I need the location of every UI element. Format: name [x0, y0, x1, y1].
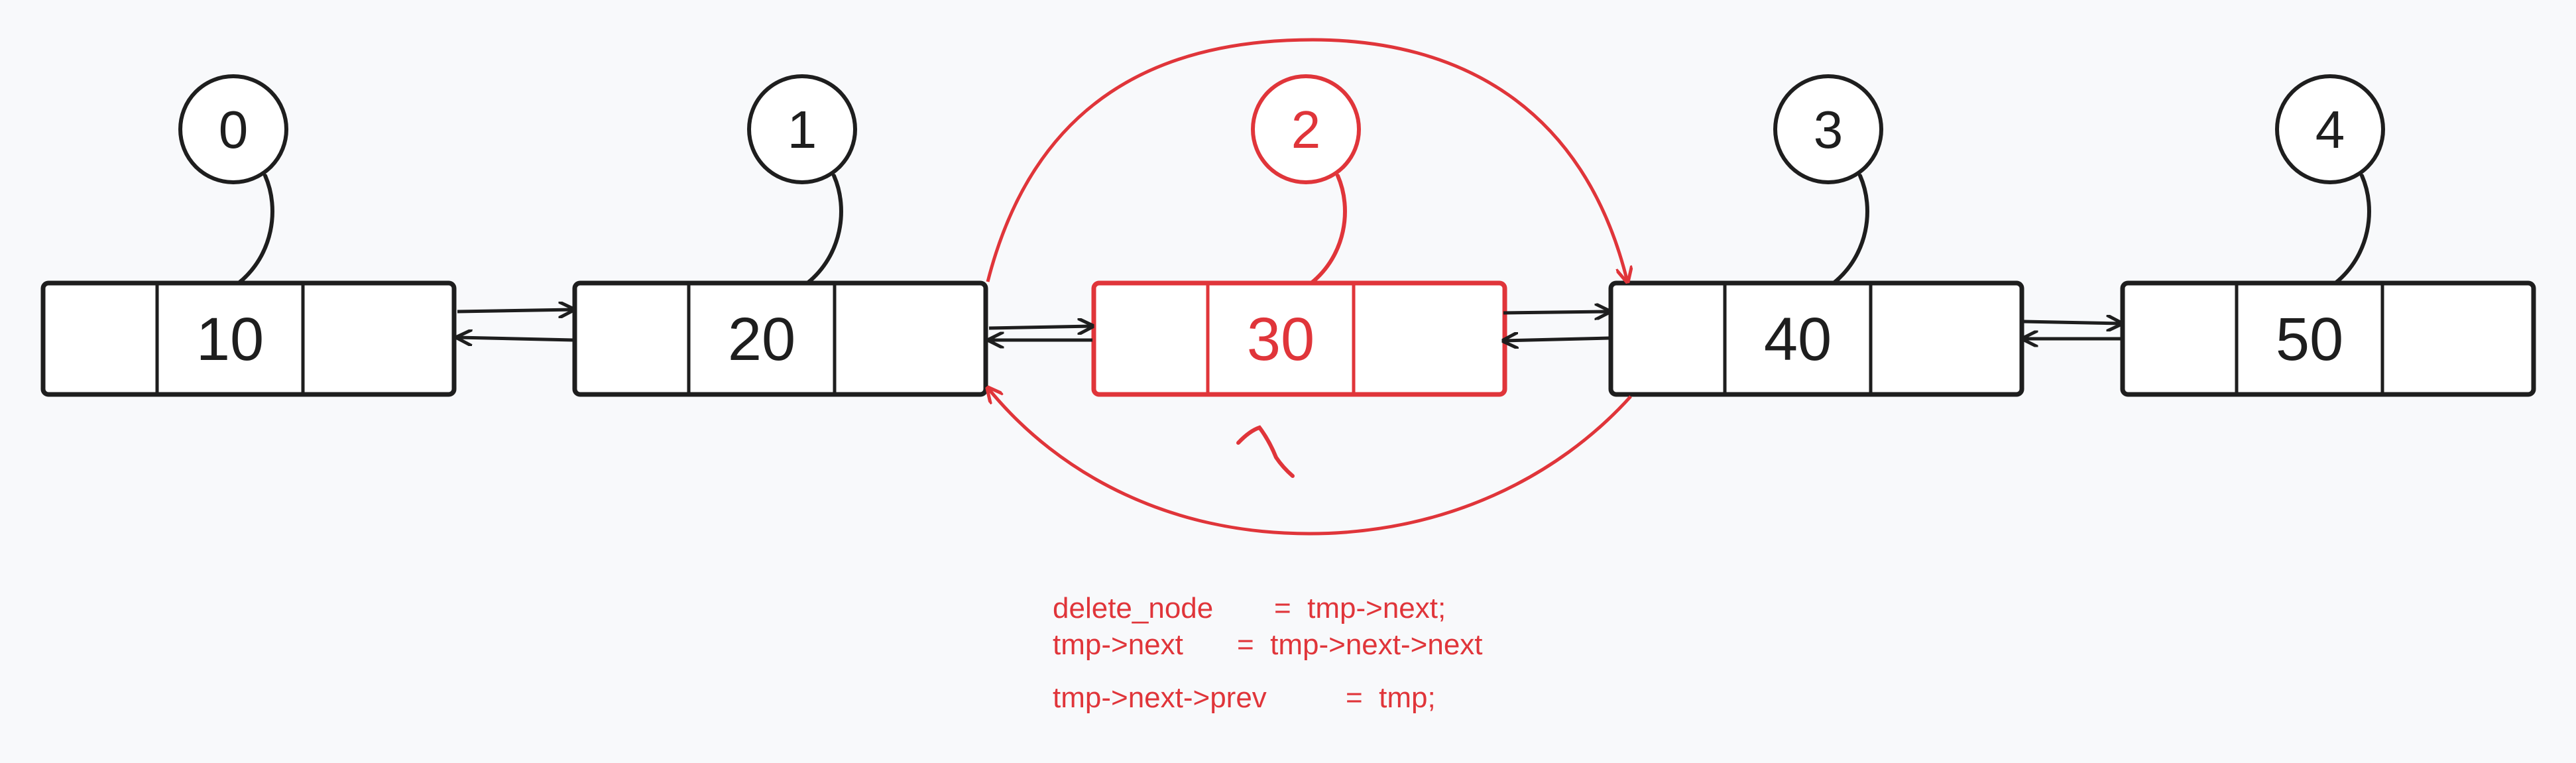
link-next-1-2	[988, 326, 1092, 328]
list-node-2: 30 2	[1091, 74, 1507, 397]
node-box	[2120, 280, 2536, 397]
index-connector	[805, 174, 843, 285]
node-value: 20	[728, 306, 795, 373]
code-block: delete_node = tmp->next; tmp->next = tmp…	[1053, 592, 1483, 714]
link-prev-3-2	[1503, 338, 1610, 341]
code-line-2-lhs: tmp->next	[1053, 628, 1183, 661]
code-line-3-rhs: = tmp;	[1346, 681, 1436, 714]
node-box	[40, 280, 457, 397]
link-next-2-3	[1503, 312, 1610, 313]
link-prev-1-0	[457, 337, 574, 340]
list-node-3: 40 3	[1608, 74, 2024, 397]
index-circle	[2275, 74, 2385, 184]
index-connector	[1309, 174, 1347, 285]
node-value: 40	[1764, 306, 1832, 373]
index-connector	[2333, 174, 2371, 285]
nodes-layer: 10 0 20 1 30 2 40 3 50 4	[40, 74, 2536, 397]
node-index: 4	[2315, 100, 2345, 159]
index-connector	[1832, 174, 1869, 285]
node-value: 30	[1247, 306, 1315, 373]
code-line-2-rhs: = tmp->next->next	[1237, 628, 1483, 661]
link-next-0-1	[457, 310, 573, 312]
index-circle	[178, 74, 288, 184]
code-line-3-lhs: tmp->next->prev	[1053, 681, 1267, 714]
index-circle	[1251, 74, 1361, 184]
bypass-prev-arc	[988, 388, 1632, 536]
link-next-3-4	[2022, 322, 2121, 323]
index-circle	[747, 74, 857, 184]
index-connector	[237, 174, 274, 285]
node-value: 50	[2276, 306, 2343, 373]
list-node-0: 10 0	[40, 74, 457, 397]
index-circle	[1773, 74, 1883, 184]
node-index: 2	[1291, 100, 1321, 159]
bypass-next-arc	[986, 38, 1627, 282]
node-value: 10	[196, 306, 264, 373]
node-index: 0	[219, 100, 249, 159]
code-line-1-rhs: = tmp->next;	[1274, 592, 1446, 624]
pointer-links	[457, 310, 2121, 341]
code-line-1-lhs: delete_node	[1053, 592, 1213, 624]
node-box	[572, 280, 988, 397]
list-node-4: 50 4	[2120, 74, 2536, 397]
node-index: 3	[1814, 100, 1844, 159]
list-node-1: 20 1	[572, 74, 988, 397]
node-index: 1	[788, 100, 817, 159]
scribble-mark	[1236, 425, 1295, 478]
